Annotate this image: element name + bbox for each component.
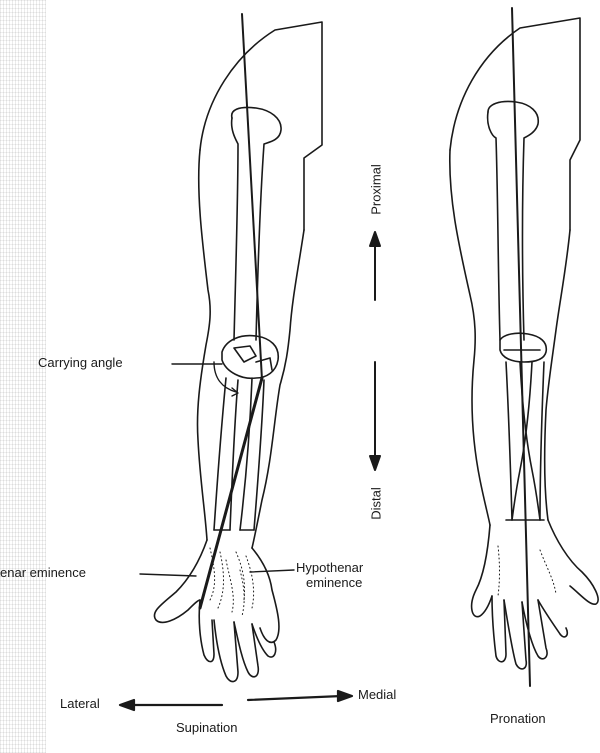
lateral-medial-arrow bbox=[120, 691, 352, 710]
pronated-arm bbox=[450, 8, 598, 686]
proximal-distal-arrow bbox=[370, 232, 380, 470]
medial-label: Medial bbox=[358, 688, 396, 703]
hypothenar-label: Hypothenar eminence bbox=[296, 561, 363, 591]
hypothenar-line2: eminence bbox=[296, 576, 363, 591]
carrying-angle-label: Carrying angle bbox=[38, 356, 123, 371]
distal-label: Distal bbox=[369, 484, 384, 524]
proximal-label: Proximal bbox=[369, 160, 384, 220]
pronation-label: Pronation bbox=[490, 712, 546, 727]
thenar-eminence-label: enar eminence bbox=[0, 566, 86, 581]
lateral-label: Lateral bbox=[60, 697, 100, 712]
supination-label: Supination bbox=[176, 721, 237, 736]
hypothenar-line1: Hypothenar bbox=[296, 561, 363, 576]
